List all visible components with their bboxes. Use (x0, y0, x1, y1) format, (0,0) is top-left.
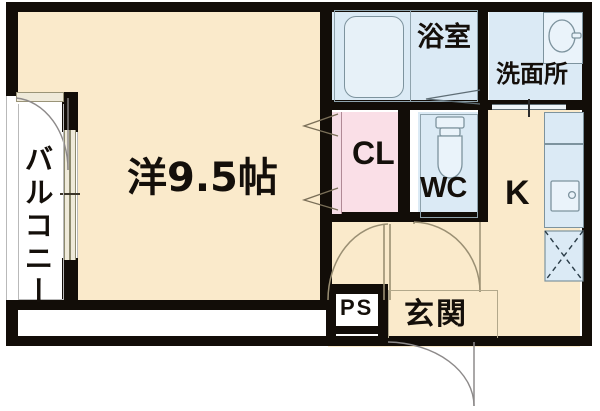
closet-area (336, 112, 398, 216)
toilet-label: WC (420, 172, 467, 204)
toilet-door-swing[interactable] (410, 220, 482, 294)
entrance-label: 玄関 (404, 297, 468, 332)
wall-bottom (6, 336, 592, 346)
balcony-door-swing (15, 97, 69, 171)
wall-ps-left (326, 284, 336, 346)
bathtub-divider-line (410, 10, 412, 102)
closet-folding-door-lower[interactable] (301, 186, 340, 212)
wall-left-upper (6, 2, 18, 96)
wall-room-bottom (6, 300, 336, 310)
wall-ps-right (378, 284, 388, 346)
closet-label: CL (352, 135, 395, 171)
wall-balcony-top-stub (62, 92, 78, 132)
kitchen-sink-icon (550, 180, 580, 212)
wall-ps-top (326, 284, 388, 294)
wall-right (582, 2, 592, 346)
wall-bath-washroom (478, 2, 488, 108)
balcony-door-frame (16, 92, 64, 102)
wall-top (6, 2, 592, 12)
balcony-inner-outline (18, 104, 64, 300)
pipe-space-label: PS (340, 295, 374, 320)
entrance-door-swing[interactable] (386, 340, 478, 408)
entrance-step-outline (388, 290, 498, 338)
closet-folding-door-upper[interactable] (301, 112, 340, 138)
wall-closet-right (398, 108, 410, 222)
balcony-label: バルコニー (20, 144, 54, 309)
kitchen-label: K (505, 174, 530, 212)
closet-door-panel[interactable] (332, 112, 342, 214)
bathroom-door-icon[interactable] (424, 86, 482, 106)
washroom-label: 洗面所 (496, 60, 568, 88)
wall-ps-mid (326, 326, 388, 334)
wall-closet-bottom (320, 212, 410, 222)
toilet-bowl-icon (435, 116, 465, 179)
wall-room-bottom-left (6, 300, 18, 346)
toilet-inner-border (420, 114, 478, 218)
wall-bath-bottom (320, 100, 488, 110)
kitchen-counter-upper (544, 112, 584, 144)
bathroom-inner-border (334, 10, 478, 102)
room-entry-door-swing[interactable] (326, 222, 392, 302)
washroom-door-handle[interactable] (528, 99, 530, 117)
wall-balcony-bottom-stub (62, 258, 78, 310)
wall-closet-left (320, 112, 332, 222)
sliding-door-handle[interactable] (60, 193, 80, 196)
wall-room-right-upper (320, 2, 332, 114)
stove-space-icon (544, 230, 584, 282)
wall-wc-right (478, 108, 488, 222)
bathtub-icon (344, 16, 404, 98)
bathroom-label: 浴室 (417, 22, 471, 53)
living-room-label: 洋9.5帖 (127, 155, 278, 201)
washbasin-icon (548, 19, 582, 53)
